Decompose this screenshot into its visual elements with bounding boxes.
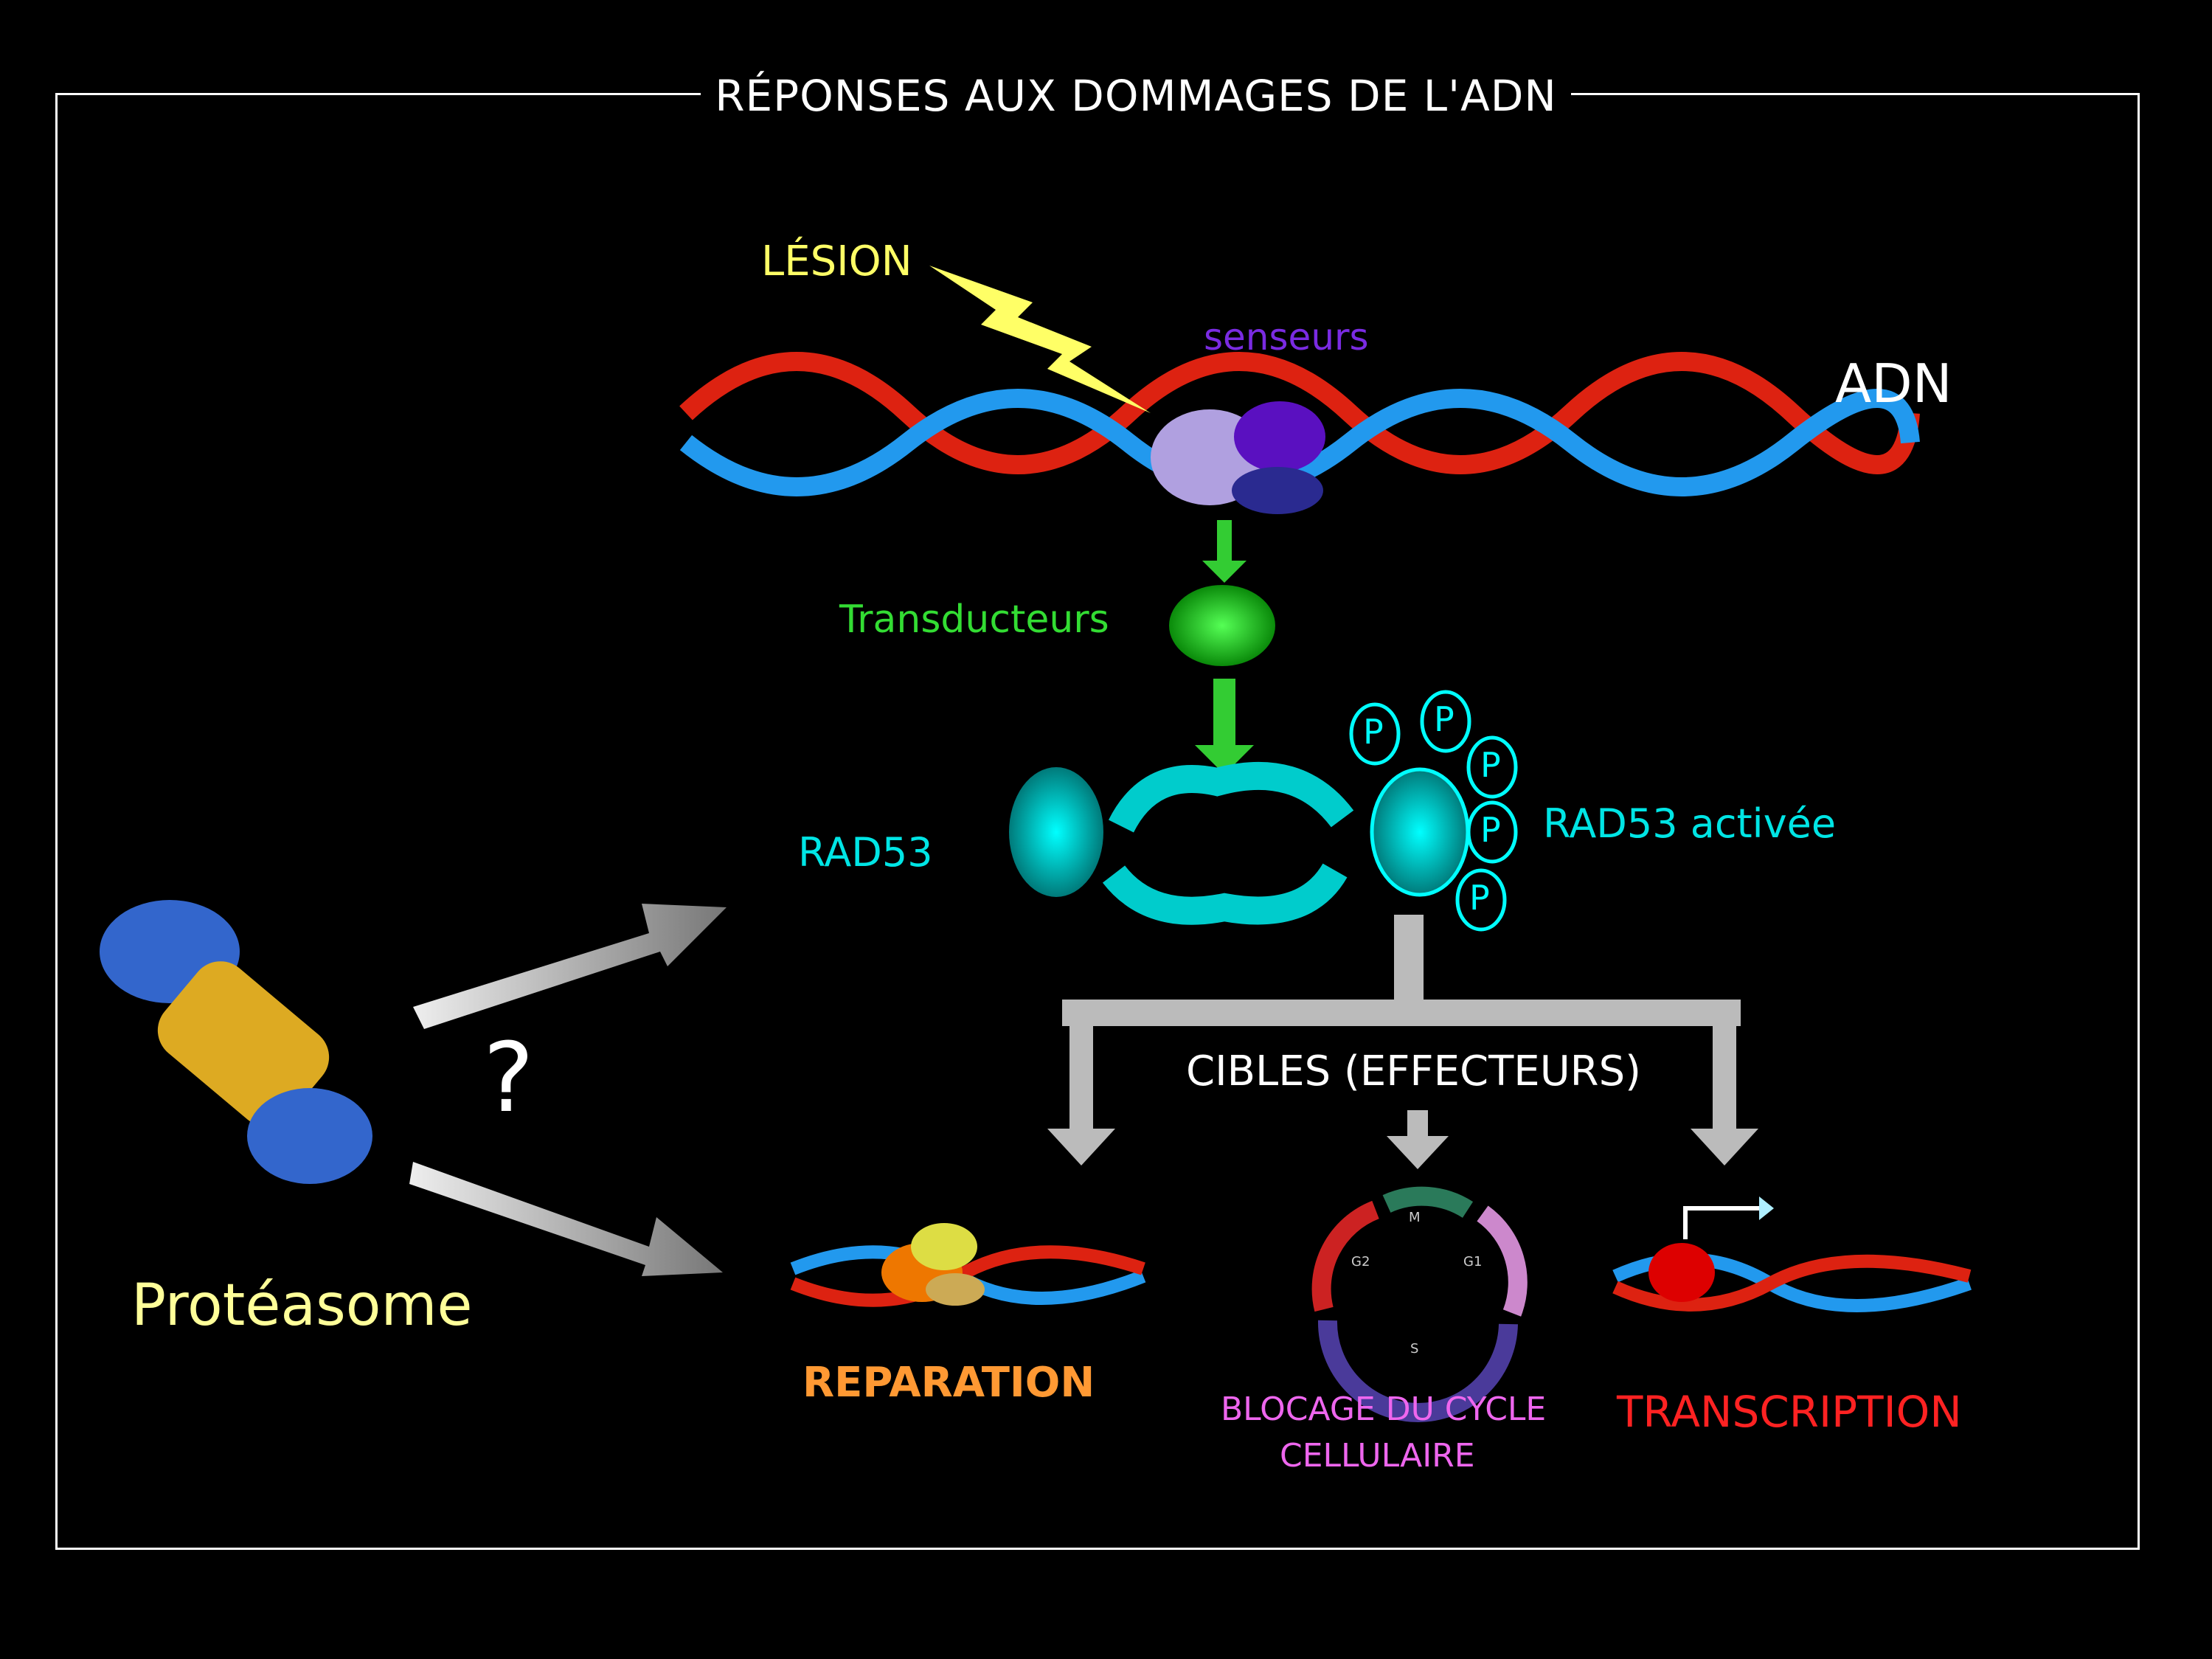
arrow-down-green-2 [1195, 679, 1254, 775]
proteasome-label: Protéasome [131, 1272, 473, 1339]
arrow-proteasome-to-repair [409, 1162, 723, 1276]
targets-label: CIBLES (EFFECTEURS) [1186, 1047, 1641, 1095]
cycle-arrow-bottom [1102, 862, 1348, 925]
sensors-label: senseurs [1204, 316, 1369, 359]
phospho-label: P [1469, 878, 1490, 918]
transcription-label: TRANSCRIPTION [1617, 1387, 1962, 1437]
cell-cycle-arrest-label-2: CELLULAIRE [1280, 1437, 1475, 1475]
transcription-dna-image [1612, 1196, 1972, 1312]
transducer-protein [1169, 585, 1275, 666]
cycle-arrow-top [1109, 761, 1354, 834]
rad53-label: RAD53 [798, 829, 933, 876]
phospho-label: P [1480, 810, 1501, 850]
repair-dna-image [790, 1223, 1146, 1307]
phase-g1: G1 [1463, 1254, 1483, 1270]
rad53-protein [1009, 767, 1103, 897]
sensor-complex [1151, 401, 1325, 514]
dna-label: ADN [1835, 353, 1952, 415]
question-mark: ? [483, 1022, 534, 1134]
slide-title: RÉPONSES AUX DOMMAGES DE L'ADN [701, 71, 1571, 121]
proteasome-image [100, 900, 372, 1184]
phospho-label: P [1434, 699, 1455, 739]
arrow-down-green-1 [1202, 520, 1247, 583]
cell-cycle-diagram [1311, 1186, 1528, 1422]
lesion-label: LÉSION [761, 238, 912, 285]
rad53-activated-label: RAD53 activée [1543, 800, 1837, 847]
repair-label: REPARATION [802, 1359, 1095, 1407]
phase-g2: G2 [1351, 1254, 1370, 1270]
phospho-groups [1349, 690, 1518, 932]
rad53-activated-protein [1370, 767, 1470, 897]
dna-helix [679, 352, 1920, 496]
effector-branch-arrows [1047, 915, 1758, 1169]
phospho-label: P [1363, 712, 1384, 752]
phase-m: M [1409, 1210, 1421, 1225]
arrow-proteasome-to-rad53 [413, 904, 727, 1029]
cell-cycle-arrest-label-1: BLOCAGE DU CYCLE [1221, 1390, 1547, 1428]
phase-s: S [1410, 1341, 1419, 1357]
lightning-bolt-icon [929, 266, 1151, 413]
phospho-label: P [1480, 745, 1501, 785]
transducers-label: Transducteurs [839, 598, 1109, 642]
